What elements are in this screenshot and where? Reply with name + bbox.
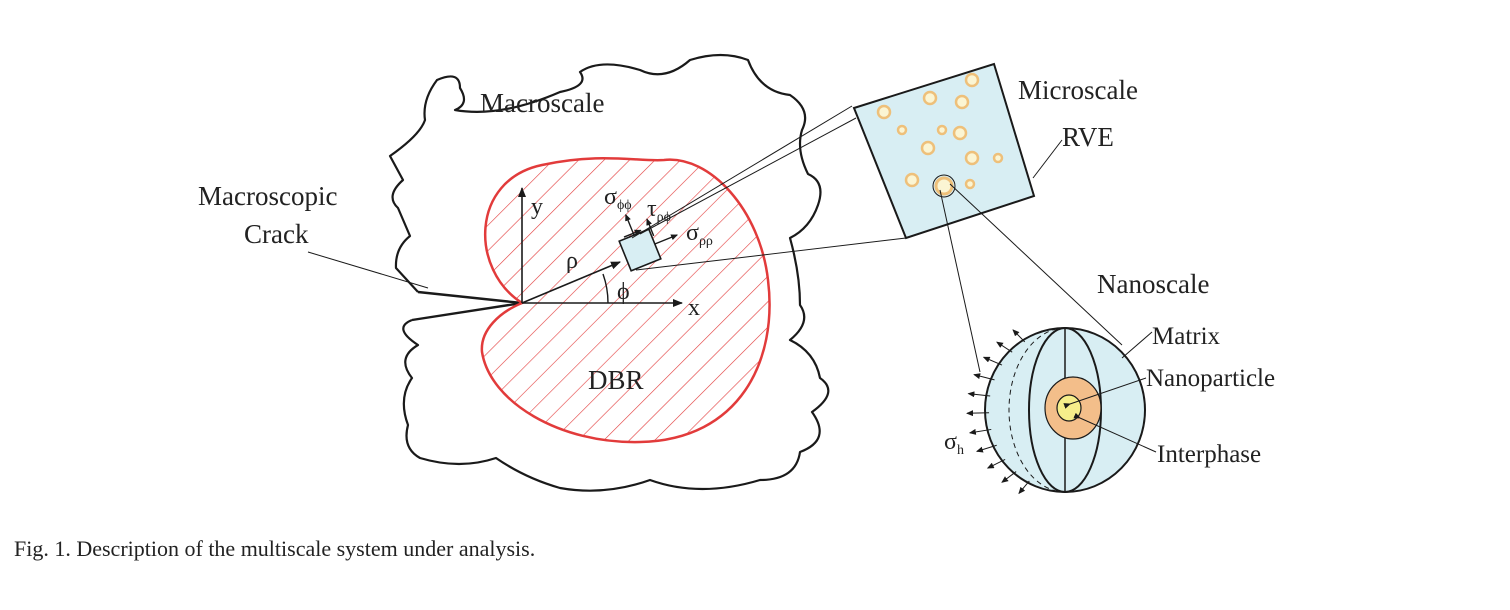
nanoscale-sphere — [984, 327, 1146, 493]
sigma-h-label: σh — [944, 429, 964, 458]
projection-line — [635, 237, 907, 271]
hydrostatic-stress-arrows — [966, 329, 1030, 495]
hydrostatic-arrow — [996, 341, 1013, 353]
rve-particle — [992, 152, 1004, 164]
rve-highlighted-particle — [932, 174, 956, 198]
rve-particle — [952, 125, 968, 141]
rve-particle — [904, 172, 920, 188]
macroscopic-crack-label-line1: Macroscopic — [198, 181, 337, 211]
sigma-phiphi-label: σϕϕ — [604, 184, 632, 213]
rho-label: ρ — [566, 248, 578, 274]
macroscale-body-outline — [388, 53, 830, 492]
matrix-leader-line — [1121, 331, 1153, 359]
rve-particle — [920, 140, 936, 156]
interphase-label: Interphase — [1157, 441, 1261, 468]
rve-particle — [964, 72, 980, 88]
projection-line — [631, 105, 853, 239]
rve-particle — [896, 124, 908, 136]
macroscale-label: Macroscale — [480, 88, 604, 118]
nanoparticle-label: Nanoparticle — [1146, 365, 1275, 392]
nanoscale-label: Nanoscale — [1097, 269, 1209, 299]
dbr-label: DBR — [588, 365, 644, 395]
zoom-line — [949, 183, 1123, 346]
x-axis-label: x — [688, 295, 700, 321]
projection-line — [639, 117, 857, 235]
zoom-line — [939, 189, 981, 373]
sigma-rhorho-label: σρρ — [686, 220, 713, 249]
rho-vector — [521, 261, 621, 304]
interphase-leader-line — [1073, 412, 1157, 453]
rve-particle — [936, 124, 948, 136]
nanoparticle-leader-line — [1063, 377, 1147, 409]
rve-leader-line — [1032, 139, 1063, 179]
hydrostatic-arrow — [1012, 329, 1026, 343]
hydrostatic-arrow — [975, 444, 997, 453]
stress-element — [618, 213, 679, 272]
rve-particle — [964, 150, 980, 166]
rve-particle — [876, 104, 892, 120]
hydrostatic-arrow — [986, 459, 1006, 469]
hydrostatic-arrow — [982, 356, 1003, 366]
hydrostatic-arrow — [1001, 471, 1017, 483]
hydrostatic-arrow — [1018, 480, 1030, 495]
rve-label: RVE — [1062, 122, 1114, 152]
figure-caption: Fig. 1. Description of the multiscale sy… — [14, 536, 536, 561]
microscale-label: Microscale — [1018, 75, 1138, 105]
hydrostatic-arrow — [967, 391, 991, 398]
hydrostatic-arrow — [973, 373, 995, 381]
rve-particle — [922, 90, 938, 106]
y-axis-label: y — [531, 194, 543, 220]
crack-leader-line — [307, 251, 429, 289]
rve-particles — [876, 72, 1004, 198]
rve-particle — [954, 94, 970, 110]
rve-highlighted-particle — [941, 183, 947, 189]
rve-particle — [964, 178, 976, 190]
tau-rhophi-label: τρϕ — [647, 196, 671, 225]
dbr-region — [480, 156, 771, 444]
matrix-label: Matrix — [1152, 323, 1221, 350]
phi-label: ϕ — [617, 279, 630, 305]
hydrostatic-arrow — [968, 428, 992, 435]
phi-angle-arc — [602, 273, 609, 304]
multiscale-diagram: Macroscale Macroscopic Crack DBR Microsc… — [198, 53, 1275, 495]
rve-square — [852, 62, 1036, 240]
macroscopic-crack-label-line2: Crack — [244, 219, 309, 249]
